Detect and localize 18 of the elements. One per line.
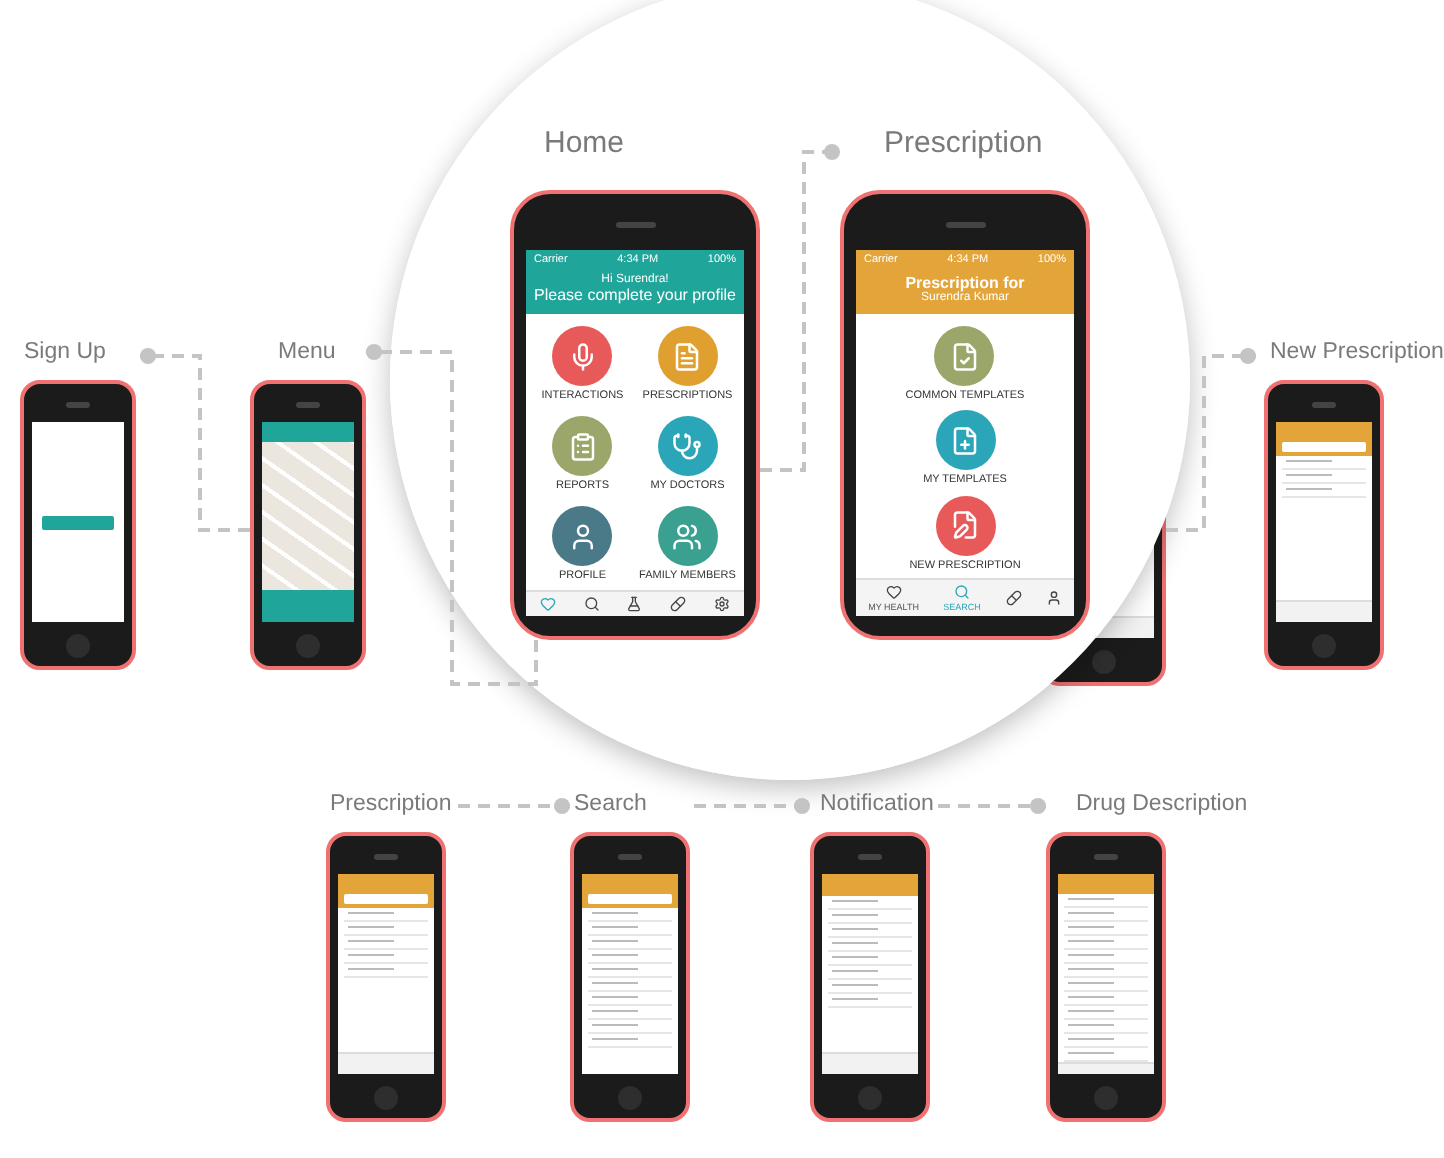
dashed-connector <box>458 798 570 814</box>
dashed-connector <box>938 798 1046 814</box>
screen-title: New Prescription <box>1270 338 1444 368</box>
screen-title: Drug Description <box>1076 790 1248 820</box>
screen-title: Notification <box>820 790 934 820</box>
dashed-connector <box>1166 348 1256 532</box>
dashed-connector <box>140 348 250 532</box>
header-title: Please complete your profile <box>534 286 736 304</box>
screen-title: Prescription <box>884 124 1043 164</box>
header-title: Prescription for <box>905 274 1025 292</box>
dashed-connector <box>760 144 840 472</box>
screen-title: Home <box>544 124 625 164</box>
screen-title: Prescription <box>330 790 452 820</box>
screen-title: Menu <box>278 338 336 368</box>
screen-title: Sign Up <box>24 338 106 368</box>
screen-title: Search <box>574 790 647 820</box>
dashed-connector <box>694 798 810 814</box>
dashed-connector <box>366 344 538 686</box>
